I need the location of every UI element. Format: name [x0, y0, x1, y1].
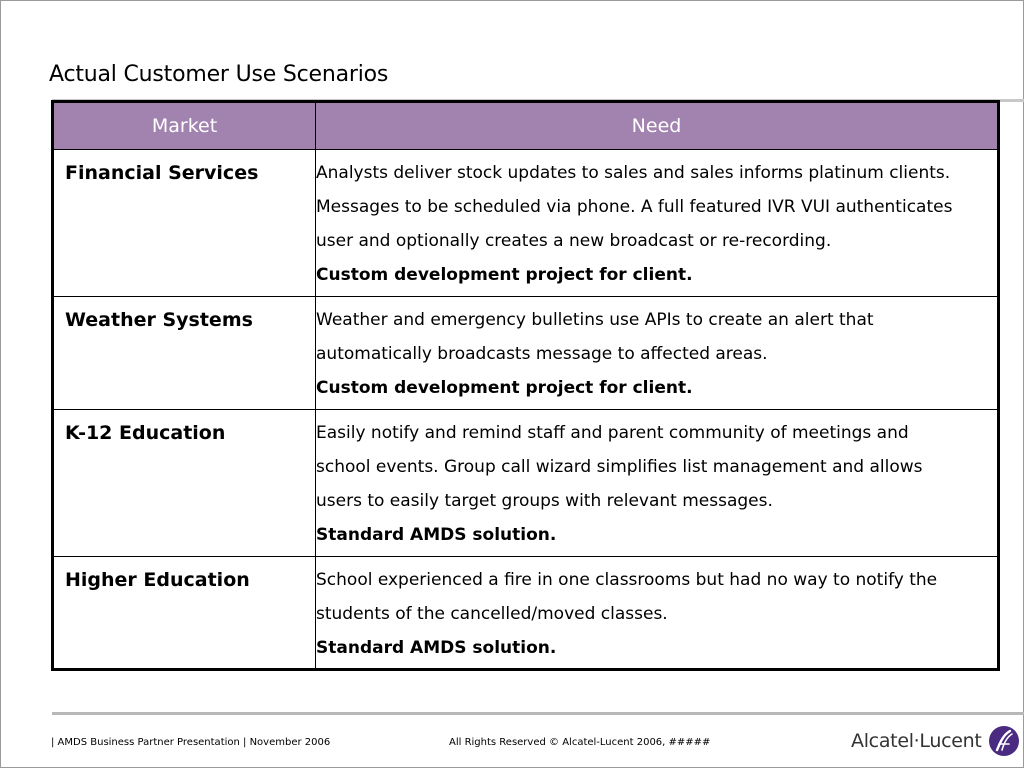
need-cell: Weather and emergency bulletins use APIs… — [315, 296, 999, 410]
need-note: Custom development project for client. — [316, 265, 693, 285]
slide-title: Actual Customer Use Scenarios — [49, 62, 389, 87]
need-line: students of the cancelled/moved classes. — [316, 604, 668, 624]
need-note: Custom development project for client. — [316, 378, 693, 398]
need-note: Standard AMDS solution. — [316, 525, 557, 545]
footer-copyright: All Rights Reserved © Alcatel-Lucent 200… — [449, 737, 711, 748]
scenarios-table-container: Market Need Financial Services Analysts … — [51, 100, 1000, 671]
market-cell: Higher Education — [52, 556, 316, 670]
logo-text: Alcatel·Lucent — [851, 730, 982, 752]
need-line: Weather and emergency bulletins use APIs… — [316, 310, 874, 330]
table-row: Financial Services Analysts deliver stoc… — [52, 149, 999, 297]
need-line: automatically broadcasts message to affe… — [316, 344, 768, 364]
header-need: Need — [315, 101, 999, 150]
need-line: Easily notify and remind staff and paren… — [316, 423, 909, 443]
need-cell: Analysts deliver stock updates to sales … — [315, 149, 999, 297]
need-line: user and optionally creates a new broadc… — [316, 231, 832, 251]
need-line: Messages to be scheduled via phone. A fu… — [316, 197, 953, 217]
header-market: Market — [52, 101, 316, 150]
market-cell: Weather Systems — [52, 296, 316, 410]
need-line: users to easily target groups with relev… — [316, 491, 773, 511]
table-row: Higher Education School experienced a fi… — [52, 556, 999, 670]
footer-presentation-info: | AMDS Business Partner Presentation | N… — [51, 737, 331, 748]
scenarios-table: Market Need Financial Services Analysts … — [51, 100, 1000, 671]
need-cell: School experienced a fire in one classro… — [315, 556, 999, 670]
footer-rule — [52, 712, 1024, 715]
need-cell: Easily notify and remind staff and paren… — [315, 409, 999, 557]
alcatel-lucent-logo: Alcatel·Lucent — [851, 724, 1020, 758]
table-row: Weather Systems Weather and emergency bu… — [52, 296, 999, 410]
need-line: school events. Group call wizard simplif… — [316, 457, 923, 477]
need-line: Analysts deliver stock updates to sales … — [316, 163, 951, 183]
market-cell: Financial Services — [52, 149, 316, 297]
need-note: Standard AMDS solution. — [316, 638, 557, 658]
table-row: K-12 Education Easily notify and remind … — [52, 409, 999, 557]
alcatel-lucent-logo-icon — [988, 726, 1019, 756]
market-cell: K-12 Education — [52, 409, 316, 557]
need-line: School experienced a fire in one classro… — [316, 570, 938, 590]
table-header-row: Market Need — [52, 101, 999, 150]
